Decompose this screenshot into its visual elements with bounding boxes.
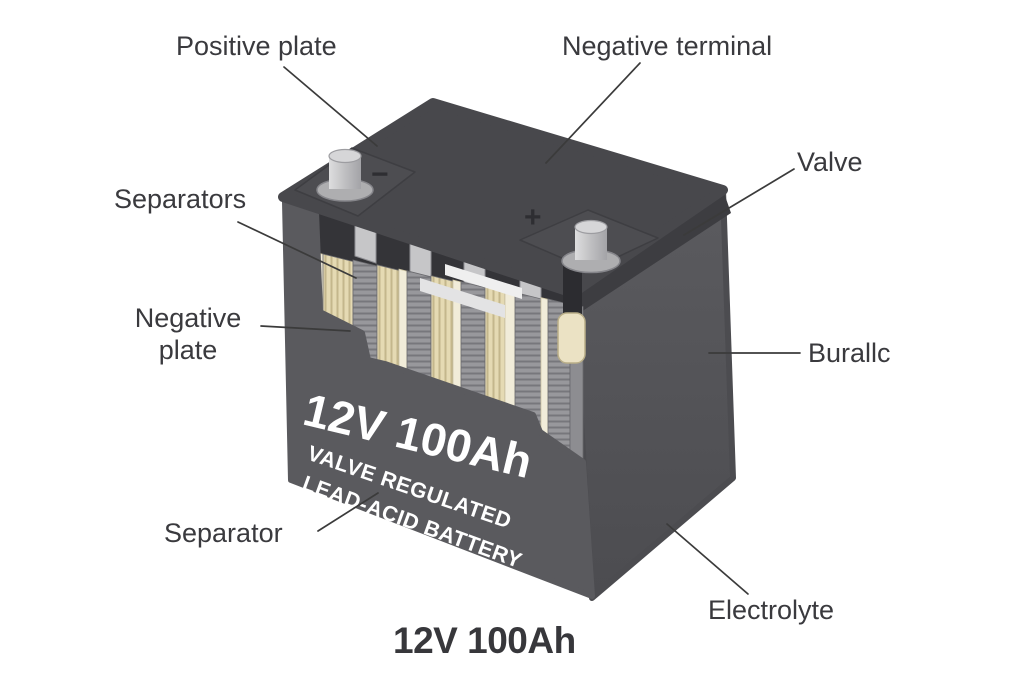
positive-terminal xyxy=(561,219,621,274)
label-negative-plate: Negative plate xyxy=(134,303,242,366)
valve-tube xyxy=(557,312,586,364)
label-negative-terminal: Negative terminal xyxy=(562,31,773,61)
negative-terminal xyxy=(316,148,374,202)
valve-leader xyxy=(683,168,795,236)
label-burallc: Burallc xyxy=(808,338,891,368)
label-positive-plate: Positive plate xyxy=(176,31,337,61)
label-valve: Valve xyxy=(797,147,863,177)
battery-front-face xyxy=(282,199,595,599)
terminal-post-inner xyxy=(563,258,582,318)
leader-lines xyxy=(237,62,801,595)
negative-terminal-leader xyxy=(545,62,641,164)
separators-leader xyxy=(237,221,357,279)
negative-sign: − xyxy=(371,158,389,191)
label-electrolyte: Electrolyte xyxy=(708,595,835,625)
lid-rim xyxy=(573,190,731,312)
separator-leader xyxy=(317,492,379,532)
label-separator: Separator xyxy=(164,518,283,548)
positive-plate-leader xyxy=(283,66,378,147)
bus-bar xyxy=(420,278,505,318)
bus-bar xyxy=(445,264,522,299)
battery-body: − + 12V 100Ah VALVE REGULATED LEAD-ACID … xyxy=(278,98,736,601)
positive-sign: + xyxy=(524,201,542,234)
electrolyte-leader xyxy=(666,523,749,595)
negative-plate-leader xyxy=(260,325,351,332)
caption-rating: 12V 100Ah xyxy=(393,620,576,661)
label-separators: Separators xyxy=(114,184,247,214)
